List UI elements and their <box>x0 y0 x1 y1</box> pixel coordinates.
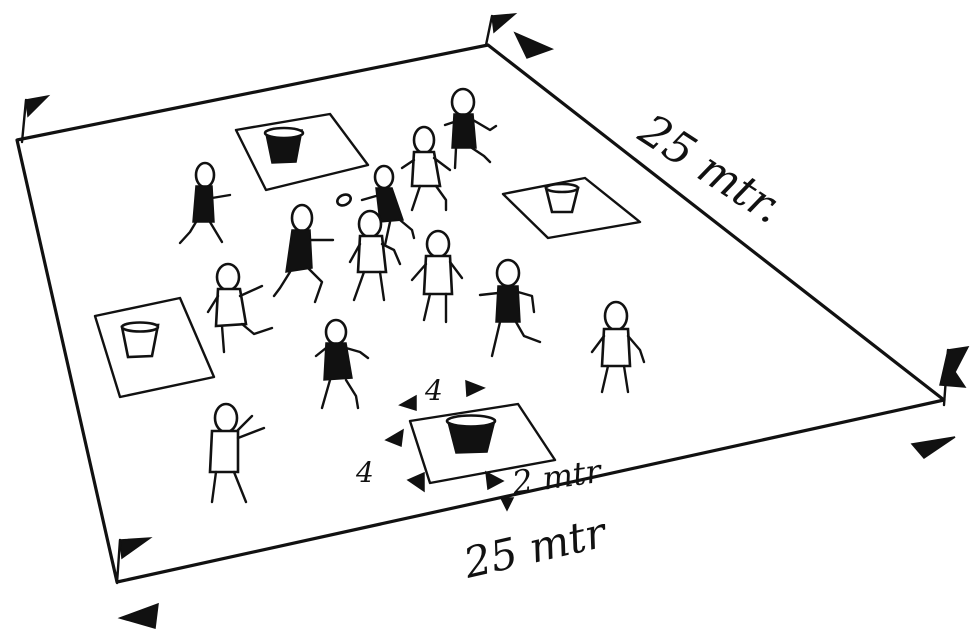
player-dark-shirt <box>316 320 368 408</box>
measure-arrow <box>486 472 503 489</box>
player-dark-shirt <box>480 260 540 356</box>
player-light-shirt <box>210 404 264 502</box>
player-light-shirt <box>208 264 272 352</box>
bottom-side-length-label: 25 mtr <box>458 507 613 588</box>
player-light-shirt <box>402 127 450 210</box>
zone-offset-label: 2 mtr <box>509 452 605 502</box>
zone-width-label-left: 4 <box>355 456 374 489</box>
player-light-shirt <box>592 302 644 392</box>
player-dark-shirt <box>445 89 496 168</box>
player-light-shirt <box>412 231 462 322</box>
bucket-zone-left <box>95 298 214 397</box>
player-light-shirt <box>350 211 400 300</box>
bucket-zone-top <box>236 114 368 190</box>
corner-flag-top-right <box>486 14 515 45</box>
measure-arrow <box>466 381 484 396</box>
measure-arrow <box>386 430 403 446</box>
measure-arrow <box>408 473 424 491</box>
player-dark-shirt <box>274 205 333 302</box>
corner-flag-right <box>940 347 968 405</box>
marker-cone <box>912 437 955 458</box>
measure-arrow <box>501 498 513 510</box>
zone-width-label-top: 4 <box>424 374 443 407</box>
marker-cone <box>515 33 552 58</box>
measure-arrow <box>400 396 416 410</box>
player-dark-shirt <box>180 163 230 243</box>
right-side-length-label: 25 mtr. <box>629 104 791 234</box>
ball <box>336 193 353 208</box>
bucket-zone-right <box>503 178 640 238</box>
marker-cone <box>120 604 158 628</box>
